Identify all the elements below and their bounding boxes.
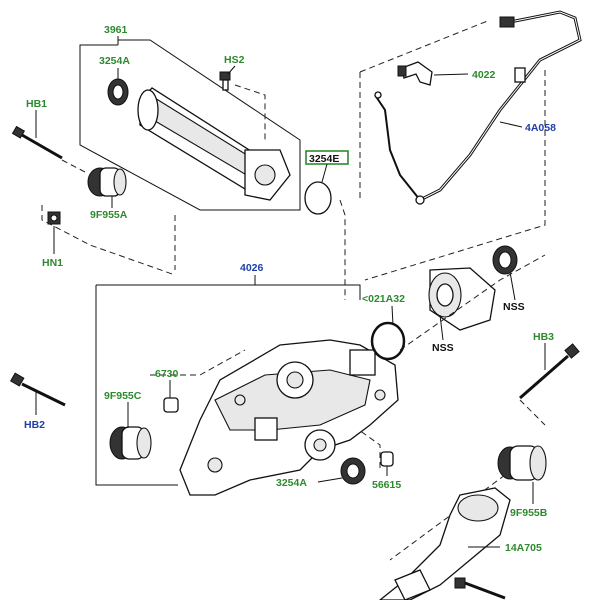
extension-housing xyxy=(137,87,291,201)
label-hb3: HB3 xyxy=(533,331,554,343)
label-nss-1: NSS xyxy=(503,301,525,313)
label-hn1: HN1 xyxy=(42,257,63,269)
elbow-hose-4022 xyxy=(397,61,433,86)
label-4a058: 4A058 xyxy=(525,122,556,134)
bolt-hb1 xyxy=(11,125,63,160)
bracket-4026 xyxy=(95,285,178,486)
label-nss-2: NSS xyxy=(432,342,454,354)
label-56615: 56615 xyxy=(372,479,401,491)
bracket-3961 xyxy=(79,39,301,211)
label-14a705: 14A705 xyxy=(505,542,542,554)
bolt-hs2 xyxy=(219,71,231,91)
plug-56615 xyxy=(380,451,394,467)
output-flange xyxy=(428,267,496,331)
label-hb2: HB2 xyxy=(24,419,45,431)
label-4026: 4026 xyxy=(240,262,264,274)
label-6730: 6730 xyxy=(155,368,179,380)
label-3961: 3961 xyxy=(104,24,128,36)
label-9f955c: 9F955C xyxy=(104,390,142,402)
mount-9f955b xyxy=(497,445,547,481)
mount-9f955a xyxy=(87,167,127,197)
mount-9f955c xyxy=(109,426,152,460)
bolt-hb2 xyxy=(9,372,66,407)
bolt-hb3 xyxy=(519,343,580,400)
label-hs2: HS2 xyxy=(224,54,245,66)
label-9f955b: 9F955B xyxy=(510,507,548,519)
label-3254a-bottom: 3254A xyxy=(276,477,307,489)
seal-nss xyxy=(492,245,518,275)
crossmember-14a705 xyxy=(378,487,511,600)
plug-6730 xyxy=(163,397,179,413)
bolt-bottom xyxy=(454,577,506,600)
oring-3254e xyxy=(304,181,332,215)
vent-pipe-4a058 xyxy=(374,10,582,205)
label-9f955a: 9F955A xyxy=(90,209,128,221)
circlip-021a32 xyxy=(370,321,406,361)
label-3254a-top: 3254A xyxy=(99,55,130,67)
label-021a32: <021A32 xyxy=(362,293,405,305)
label-3254e: 3254E xyxy=(309,153,339,165)
label-hb1: HB1 xyxy=(26,98,47,110)
seal-3254a-bottom xyxy=(340,457,366,485)
transfer-case xyxy=(179,339,399,496)
nut-hn1 xyxy=(47,211,61,225)
label-4022: 4022 xyxy=(472,69,496,81)
